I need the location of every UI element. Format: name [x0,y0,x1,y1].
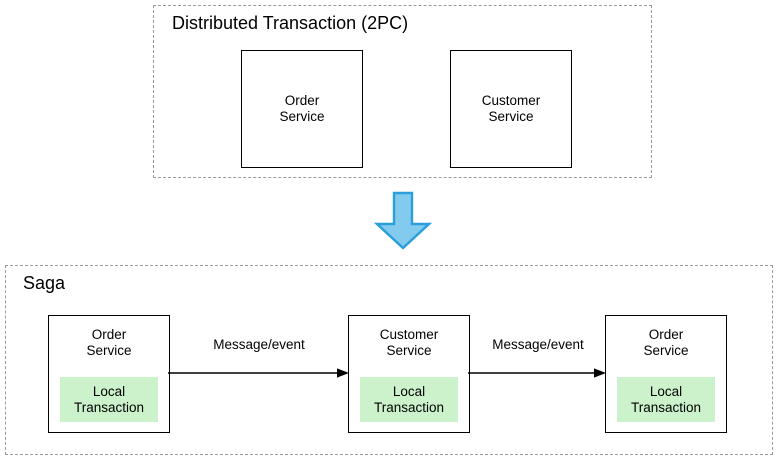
down-arrow-icon [373,191,433,250]
saga-group-title: Saga [23,273,66,293]
customer-service-label-2pc: Customer Service [481,93,541,124]
order-service-label-saga-1: Order Service [86,327,132,358]
local-transaction-label-3: Local Transaction [630,383,702,415]
order-service-box-saga-1[interactable]: Order Service Local Transaction [48,315,170,433]
order-service-box-saga-2[interactable]: Order Service Local Transaction [605,315,727,433]
message-event-label-1: Message/event [213,337,305,352]
message-event-arrow-1 [168,365,350,381]
local-transaction-label-1: Local Transaction [73,383,145,415]
saga-group [5,265,773,455]
message-event-arrow-2 [468,365,607,381]
order-service-box-2pc[interactable]: Order Service [241,50,363,168]
local-transaction-label-2: Local Transaction [373,383,445,415]
local-transaction-badge-2: Local Transaction [360,377,458,422]
local-transaction-badge-1: Local Transaction [60,377,158,422]
local-transaction-badge-3: Local Transaction [617,377,715,422]
order-service-label-saga-2: Order Service [643,327,689,358]
order-service-label-2pc: Order Service [279,93,325,124]
customer-service-label-saga: Customer Service [379,327,439,358]
distributed-transaction-group [153,5,652,178]
customer-service-box-2pc[interactable]: Customer Service [450,50,572,168]
message-event-label-2: Message/event [492,337,584,352]
distributed-transaction-group-title: Distributed Transaction (2PC) [172,13,409,33]
customer-service-box-saga[interactable]: Customer Service Local Transaction [348,315,470,433]
